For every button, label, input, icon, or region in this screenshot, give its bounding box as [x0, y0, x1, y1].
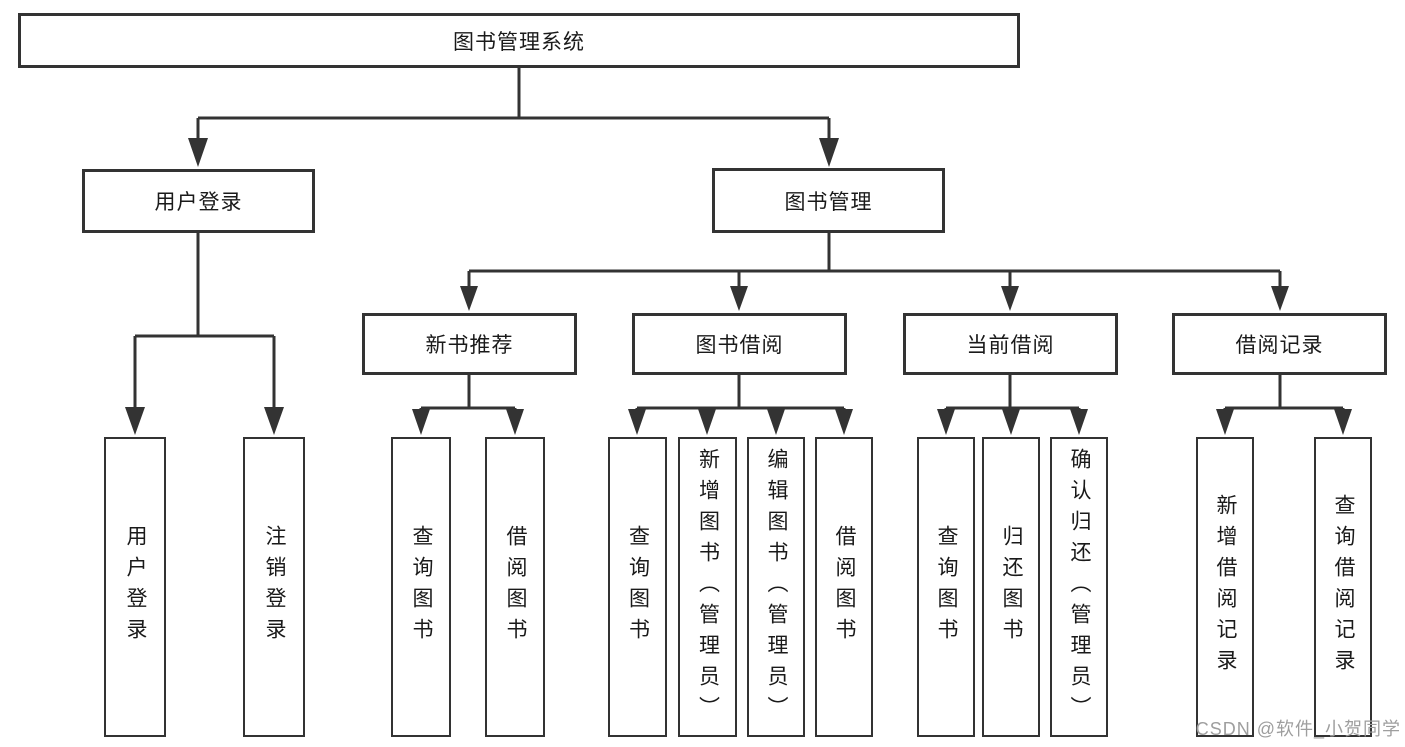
leaf-return-books: 归还图书 [982, 437, 1040, 737]
node-library-system: 图书管理系统 [18, 13, 1020, 68]
leaf-borrow-books: 借阅图书 [815, 437, 873, 737]
leaf-logout: 注销登录 [243, 437, 305, 737]
arrowhead-icons [125, 138, 1352, 435]
leaf-edit-books-admin: 编辑图书（管理员） [747, 437, 805, 737]
watermark: CSDN @软件_小贺同学 [1195, 719, 1401, 739]
node-new-book-recommend: 新书推荐 [362, 313, 577, 375]
leaf-borrow-books-recommend: 借阅图书 [485, 437, 545, 737]
leaf-user-login: 用户登录 [104, 437, 166, 737]
node-user-login: 用户登录 [82, 169, 315, 233]
leaf-add-borrow-record: 新增借阅记录 [1196, 437, 1254, 737]
node-book-management: 图书管理 [712, 168, 945, 233]
leaf-query-books-current: 查询图书 [917, 437, 975, 737]
node-current-borrowing: 当前借阅 [903, 313, 1118, 375]
leaf-query-books-borrowing: 查询图书 [608, 437, 667, 737]
node-book-borrowing: 图书借阅 [632, 313, 847, 375]
node-borrowing-records: 借阅记录 [1172, 313, 1387, 375]
leaf-add-books-admin: 新增图书（管理员） [678, 437, 737, 737]
leaf-query-borrow-record: 查询借阅记录 [1314, 437, 1372, 737]
leaf-confirm-return-admin: 确认归还（管理员） [1050, 437, 1108, 737]
leaf-query-books-recommend: 查询图书 [391, 437, 451, 737]
